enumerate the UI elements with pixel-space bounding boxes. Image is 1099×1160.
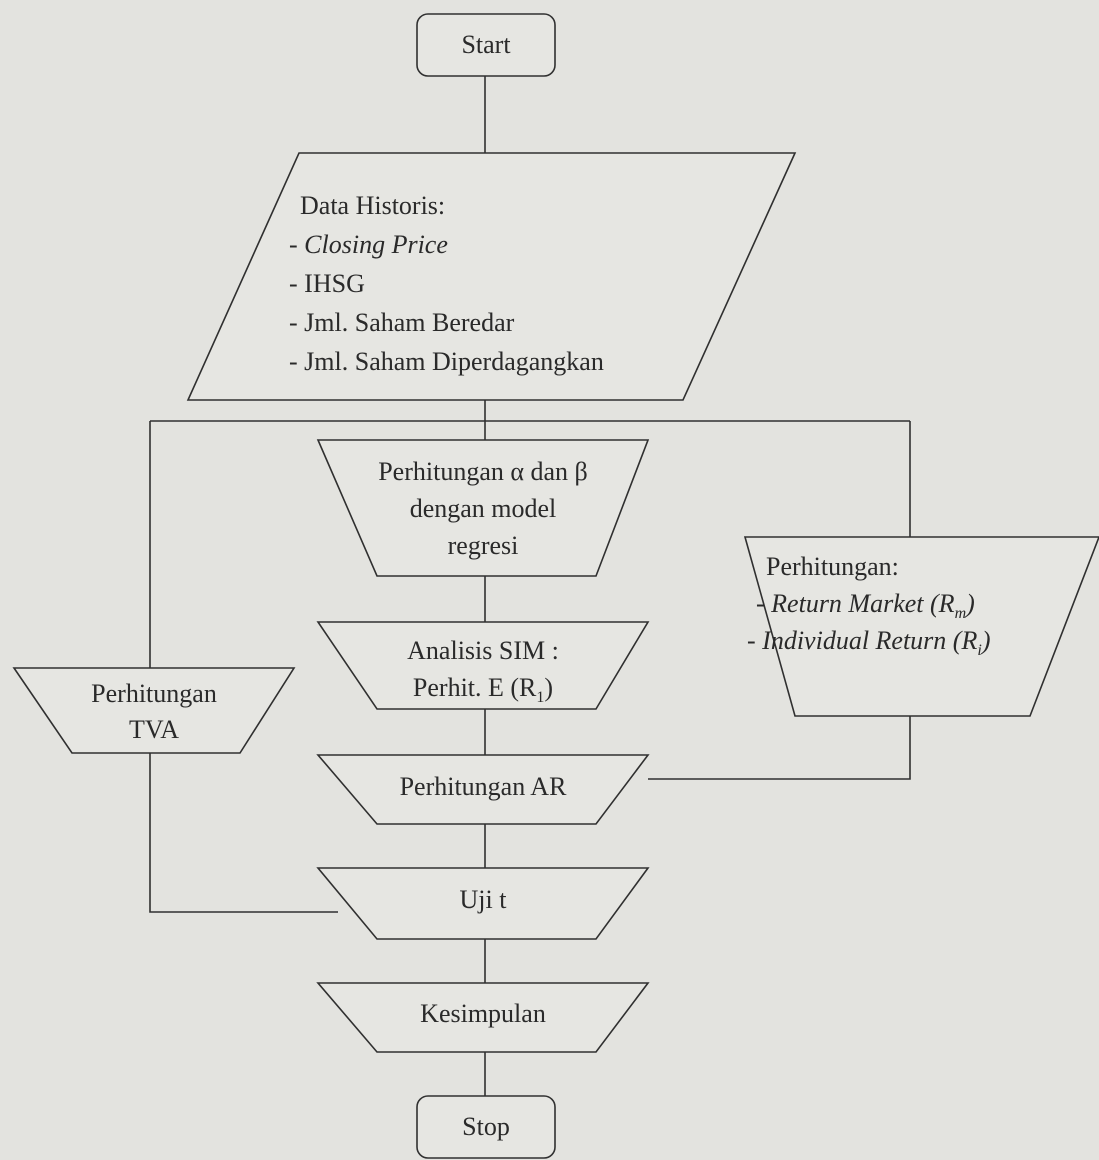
sim-process-shape	[316, 621, 650, 710]
ar-label-text: Perhitungan AR	[399, 772, 567, 801]
start-terminator	[416, 13, 556, 77]
returns-item-text: Return Market (Rm)	[771, 589, 975, 622]
alpha-beta-line-2: dengan model	[409, 494, 557, 523]
uji-t-label-text: Uji t	[459, 885, 507, 914]
returns-item-market: - Return Market (Rm)	[756, 585, 990, 622]
tva-text: Perhitungan TVA	[14, 676, 294, 748]
sim-line-2-sub: 1	[536, 689, 545, 707]
data-historis-item-text: IHSG	[304, 269, 365, 298]
returns-item-individual: - Individual Return (Ri)	[747, 622, 990, 659]
returns-item-prefix: -	[756, 589, 772, 618]
uji-t-process-shape	[316, 867, 650, 940]
data-historis-item-saham-beredar: - Jml. Saham Beredar	[289, 303, 604, 342]
returns-process-shape	[743, 536, 1099, 717]
sim-line-2-text: Perhit. E (R	[412, 673, 537, 702]
data-historis-item-text: Closing Price	[304, 230, 448, 259]
data-historis-item-text: Jml. Saham Diperdagangkan	[304, 347, 604, 376]
returns-item-prefix: -	[747, 626, 763, 655]
kesimpulan-label-text: Kesimpulan	[420, 999, 546, 1028]
sim-line-2-close: )	[544, 673, 554, 702]
connector-tva-to-ujit	[149, 753, 338, 913]
data-historis-item-prefix: -	[289, 308, 305, 337]
returns-individual-close: )	[981, 626, 991, 655]
sim-line-1: Analisis SIM :	[407, 636, 559, 665]
data-historis-item-prefix: -	[289, 347, 305, 376]
sim-text: Analisis SIM : Perhit. E (R1)	[318, 632, 648, 706]
sim-line-2: Perhit. E (R1)	[318, 669, 648, 706]
tva-line-2: TVA	[128, 715, 180, 744]
returns-item-text: Individual Return (Ri)	[762, 626, 991, 659]
alpha-beta-process-shape	[316, 439, 650, 577]
uji-t-label: Uji t	[318, 883, 648, 917]
data-historis-heading: Data Historis:	[300, 191, 446, 220]
stop-terminator	[416, 1095, 556, 1159]
data-historis-item-ihsg: - IHSG	[289, 264, 604, 303]
returns-market-text: Return Market (R	[771, 589, 955, 618]
tva-process-shape	[12, 667, 296, 754]
start-label-text: Start	[461, 30, 511, 59]
kesimpulan-label: Kesimpulan	[318, 997, 648, 1031]
returns-market-sub: m	[954, 605, 967, 623]
data-historis-item-prefix: -	[289, 230, 305, 259]
stop-label: Stop	[417, 1110, 555, 1144]
data-historis-item-prefix: -	[289, 269, 305, 298]
start-label: Start	[417, 28, 555, 62]
data-historis-item-closing-price: - Closing Price	[289, 225, 604, 264]
data-historis-item-text: Jml. Saham Beredar	[304, 308, 515, 337]
tva-line-1: Perhitungan	[91, 679, 217, 708]
ar-label: Perhitungan AR	[318, 770, 648, 804]
kesimpulan-process-shape	[316, 982, 650, 1053]
alpha-beta-text: Perhitungan α dan β dengan model regresi	[318, 453, 648, 564]
data-historis-parallelogram	[186, 152, 797, 401]
returns-heading: Perhitungan:	[766, 552, 899, 581]
returns-individual-text: Individual Return (R	[762, 626, 978, 655]
data-historis-item-saham-diperdagangkan: - Jml. Saham Diperdagangkan	[289, 342, 604, 381]
returns-text: Perhitungan: - Return Market (Rm) - Indi…	[747, 548, 990, 659]
data-historis-text: Data Historis: - Closing Price - IHSG - …	[289, 186, 604, 381]
connector-returns-to-ar	[648, 716, 911, 780]
returns-individual-sub: i	[977, 642, 982, 660]
alpha-beta-line-3: regresi	[447, 531, 519, 560]
stop-label-text: Stop	[462, 1112, 510, 1141]
returns-market-close: )	[966, 589, 975, 618]
alpha-beta-line-1: Perhitungan α dan β	[378, 457, 588, 486]
ar-process-shape	[316, 754, 650, 825]
